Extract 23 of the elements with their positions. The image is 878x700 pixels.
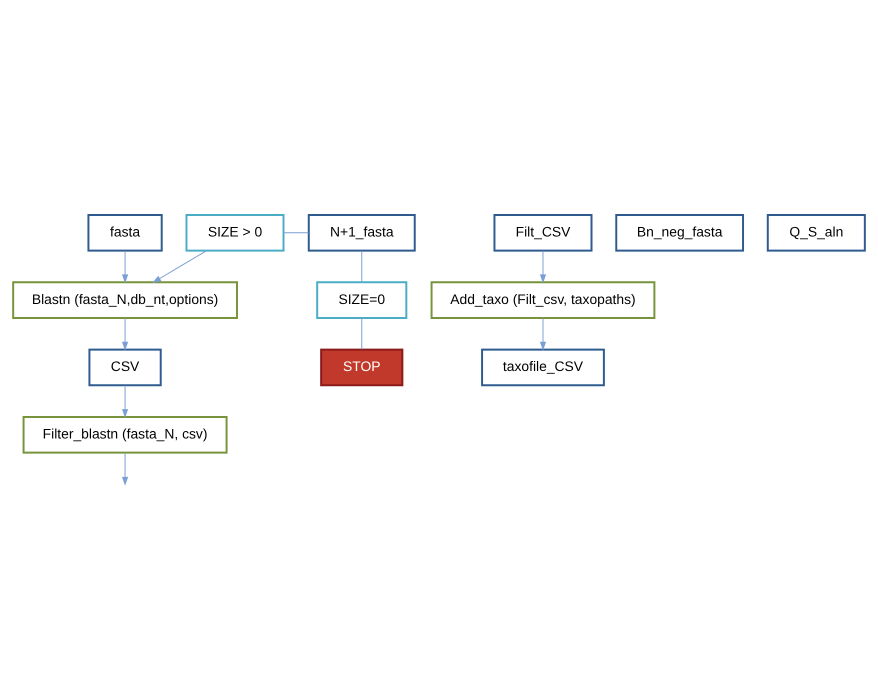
node-box: taxofile_CSV (481, 348, 605, 386)
node-box: STOP (320, 348, 404, 386)
node-box: Filter_blastn (fasta_N, csv) (22, 416, 228, 454)
node-box: Blastn (fasta_N,db_nt,options) (12, 281, 238, 319)
node-box: Filt_CSV (493, 214, 592, 252)
node-box: Add_taxo (Filt_csv, taxopaths) (430, 281, 656, 319)
arrow (152, 250, 207, 283)
arrow (122, 452, 128, 486)
node-box: Bn_neg_fasta (615, 214, 744, 252)
arrow (540, 250, 546, 284)
node-box: Q_S_aln (766, 214, 866, 252)
connector (283, 232, 310, 234)
node-box: fasta (87, 214, 163, 252)
arrow (540, 318, 546, 351)
node-box: SIZE=0 (316, 281, 408, 319)
connector (361, 250, 362, 282)
connector (361, 318, 362, 350)
node-box: SIZE > 0 (185, 214, 284, 252)
arrow (122, 250, 128, 284)
arrow (122, 385, 128, 418)
node-box: CSV (88, 348, 162, 386)
arrow (122, 318, 128, 351)
node-box: N+1_fasta (308, 214, 416, 252)
